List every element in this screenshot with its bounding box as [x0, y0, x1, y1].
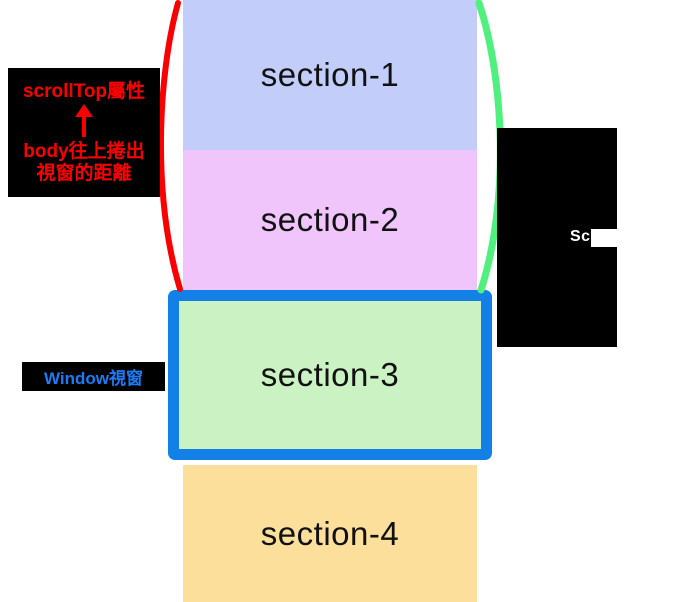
section-block-4: section-4 — [183, 465, 477, 602]
scroll-height-label: Sc — [570, 228, 591, 245]
section-3-label: section-3 — [260, 356, 400, 393]
scrolltop-title: scrollTop屬性 — [22, 81, 146, 103]
section-2-label: section-2 — [260, 201, 400, 238]
scrolltop-callout-box: scrollTop屬性 body往上捲出 視窗的距離 — [8, 68, 160, 197]
window-viewport-frame: section-3 — [168, 290, 492, 460]
section-4-label: section-4 — [260, 514, 400, 552]
section-block-2: section-2 — [183, 150, 477, 290]
scrolltop-description-line-1: body往上捲出 — [23, 141, 145, 163]
section-1-label: section-1 — [260, 56, 400, 93]
red-scroll-range-brace — [158, 0, 183, 292]
window-callout-box: Window視窗 — [22, 362, 165, 391]
scroll-height-occluder-bar — [591, 229, 658, 247]
window-callout-label: Window視窗 — [44, 369, 143, 388]
scrolltop-description-line-2: 視窗的距離 — [36, 162, 132, 184]
section-block-1: section-1 — [183, 0, 477, 150]
up-arrow-icon — [75, 104, 93, 138]
